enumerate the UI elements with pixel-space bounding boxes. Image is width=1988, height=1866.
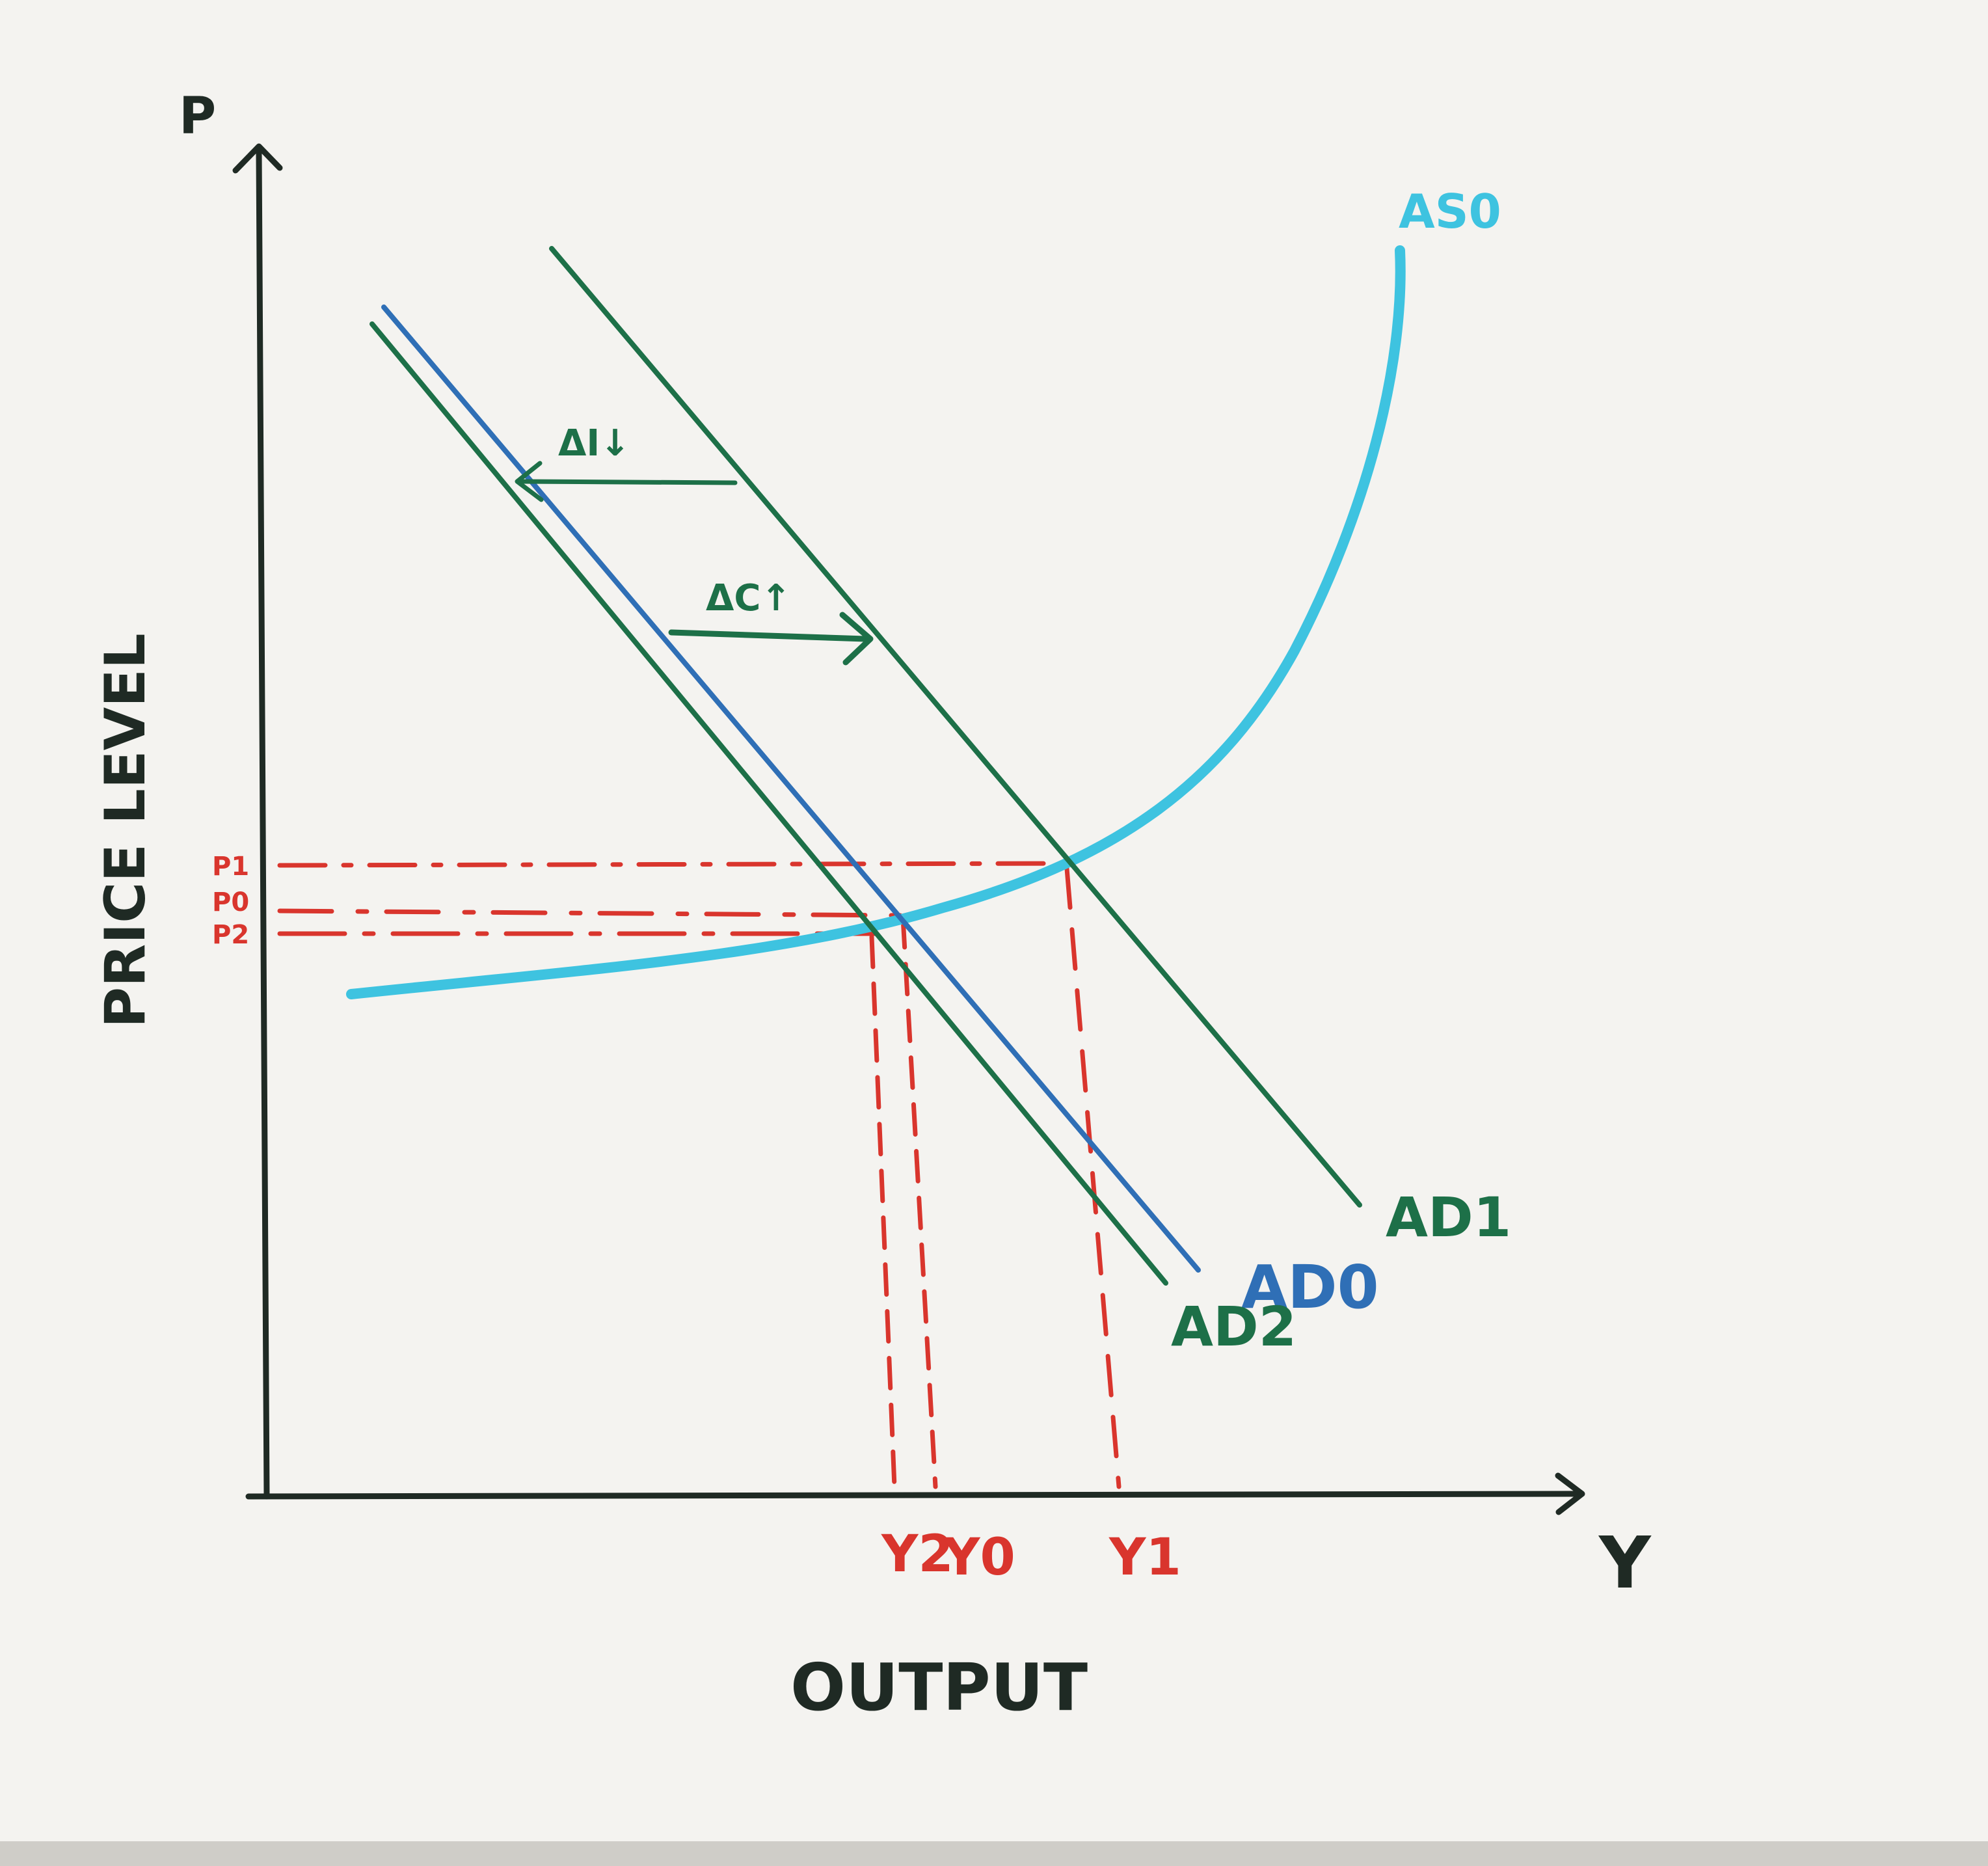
delta-c-arrow-shaft (668, 629, 868, 642)
y1-guide-line (1064, 866, 1122, 1489)
p2-label: P2 (212, 920, 249, 950)
ad0-curve (381, 304, 1201, 1273)
y2-label: Y2 (881, 1525, 954, 1584)
ad2-curve (369, 321, 1168, 1286)
delta-c-arrow-head (839, 612, 874, 666)
output-label: OUTPUT (790, 1649, 1088, 1725)
price-level-label: PRICE LEVEL (93, 633, 158, 1028)
bottom-shadow (0, 1841, 1988, 1866)
as0-label: AS0 (1399, 184, 1501, 239)
p1-guide-line (277, 861, 1068, 868)
delta-c-arrow (668, 612, 874, 666)
y-axis-arrowhead (232, 143, 283, 174)
x-axis-line (245, 1491, 1583, 1500)
axis-p-label: P (179, 87, 216, 146)
y1-label: Y1 (1108, 1528, 1181, 1587)
p1-label: P1 (212, 852, 249, 882)
ad1-label: AD1 (1386, 1185, 1511, 1249)
axes (232, 143, 1585, 1515)
ad0-label: AD0 (1241, 1252, 1379, 1322)
delta-i-label: ΔI↓ (558, 422, 630, 465)
delta-c-label: ΔC↑ (706, 577, 791, 619)
y0-guide-line (900, 915, 938, 1489)
as0-curve (346, 245, 1406, 999)
x-axis-arrowhead (1555, 1472, 1585, 1515)
ad1-curve (549, 246, 1362, 1208)
p0-label: P0 (212, 887, 249, 917)
delta-i-arrow (515, 461, 738, 502)
ad2-label: AD2 (1171, 1295, 1296, 1359)
y0-label: Y0 (943, 1528, 1015, 1587)
axis-y-label: Y (1598, 1521, 1652, 1604)
y2-guide-line (869, 934, 897, 1489)
guide-lines (277, 861, 1122, 1489)
y-axis-line (256, 150, 270, 1500)
delta-i-arrow-head (515, 461, 544, 502)
delta-i-arrow-shaft (518, 479, 738, 485)
